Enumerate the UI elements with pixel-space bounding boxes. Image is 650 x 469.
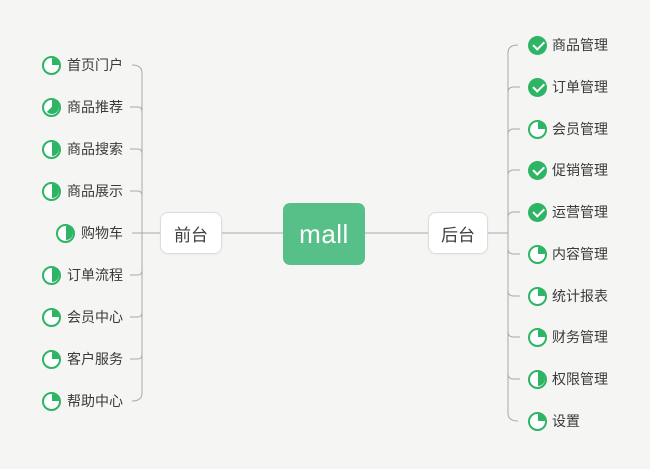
topic-label: 会员管理 [552,121,608,137]
root-topic-label: mall [299,218,349,249]
topic-label: 订单管理 [552,79,608,95]
topic-product-management[interactable]: 商品管理 [528,35,608,55]
topic-member-management[interactable]: 会员管理 [528,119,608,139]
branch-node-backend[interactable]: 后台 [428,212,488,254]
done-check-icon [528,202,547,222]
root-topic-mall[interactable]: mall [283,203,365,265]
progress-25-icon [42,307,61,327]
topic-label: 商品管理 [552,37,608,53]
topic-order-flow[interactable]: 订单流程 [42,265,123,285]
topic-label: 订单流程 [67,267,123,283]
topic-member-center[interactable]: 会员中心 [42,307,123,327]
topic-label: 设置 [552,413,580,429]
topic-label: 财务管理 [552,329,608,345]
topic-order-management[interactable]: 订单管理 [528,77,608,97]
progress-50-icon [42,265,61,285]
topic-label: 帮助中心 [67,393,123,409]
topic-label: 首页门户 [67,57,123,73]
topic-promotion-management[interactable]: 促销管理 [528,160,608,180]
topic-label: 内容管理 [552,246,608,262]
branch-label: 后台 [441,225,475,245]
topic-statistics-report[interactable]: 统计报表 [528,286,608,306]
topic-label: 购物车 [81,225,123,241]
topic-label: 会员中心 [67,309,123,325]
topic-content-management[interactable]: 内容管理 [528,244,608,264]
progress-50-icon [42,139,61,159]
topic-shopping-cart[interactable]: 购物车 [56,223,123,243]
topic-operation-management[interactable]: 运营管理 [528,202,608,222]
topic-permission-management[interactable]: 权限管理 [528,369,608,389]
branch-label: 前台 [174,225,208,245]
progress-50-icon [528,369,547,389]
topic-finance-management[interactable]: 财务管理 [528,327,608,347]
topic-settings[interactable]: 设置 [528,411,580,431]
done-check-icon [528,160,547,180]
topic-home-portal[interactable]: 首页门户 [42,55,123,75]
progress-25-icon [42,349,61,369]
progress-25-icon [528,119,547,139]
topic-label: 客户服务 [67,351,123,367]
progress-25-icon [528,327,547,347]
topic-label: 商品推荐 [67,99,123,115]
progress-25-icon [528,244,547,264]
progress-62-icon [42,97,61,117]
branch-node-frontend[interactable]: 前台 [160,212,222,254]
topic-label: 商品展示 [67,183,123,199]
progress-50-icon [56,223,75,243]
topic-label: 统计报表 [552,288,608,304]
progress-25-icon [528,411,547,431]
done-check-icon [528,35,547,55]
topic-product-search[interactable]: 商品搜索 [42,139,123,159]
progress-25-icon [528,286,547,306]
progress-25-icon [42,55,61,75]
topic-label: 商品搜索 [67,141,123,157]
topic-label: 权限管理 [552,371,608,387]
topic-help-center[interactable]: 帮助中心 [42,391,123,411]
topic-label: 运营管理 [552,204,608,220]
topic-customer-service[interactable]: 客户服务 [42,349,123,369]
progress-25-icon [42,391,61,411]
progress-50-icon [42,181,61,201]
done-check-icon [528,77,547,97]
topic-product-display[interactable]: 商品展示 [42,181,123,201]
topic-label: 促销管理 [552,162,608,178]
topic-product-recommend[interactable]: 商品推荐 [42,97,123,117]
